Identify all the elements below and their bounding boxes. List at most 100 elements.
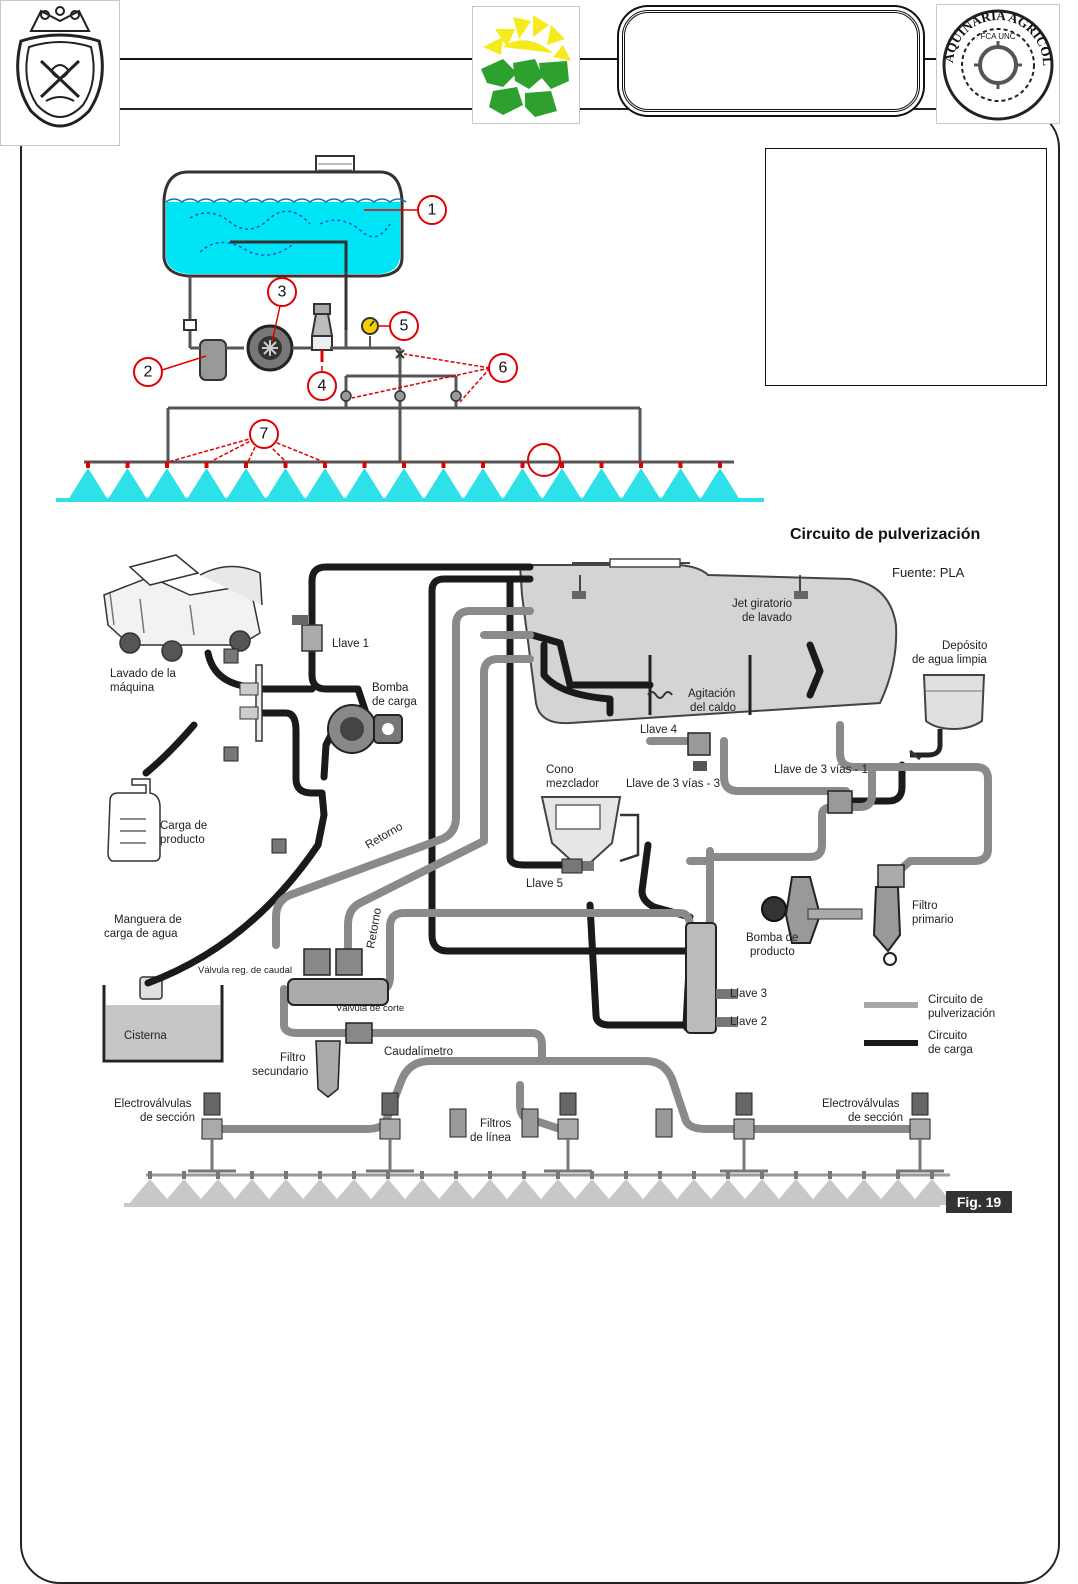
lower-spray-cones [124,1179,954,1207]
nozzle [624,1171,628,1179]
nozzle [930,1171,934,1179]
nozzle [250,1171,254,1179]
label-manguera-1: Manguera de [114,914,182,926]
component-shapes [188,615,944,1173]
label-bomba-producto-1: Bomba de [746,932,798,944]
label-valvula-reg: Válvula reg. de caudal [198,965,292,976]
nozzle [402,462,406,468]
nozzle [352,1171,356,1179]
filter [190,339,244,381]
spray-cone [604,1179,648,1205]
label-cono-2: mezclador [546,778,599,790]
nozzle [481,462,485,468]
label-cono-1: Cono [546,764,574,776]
label-filtros-linea-2: de línea [470,1132,512,1144]
nozzle [556,1171,560,1179]
label-lavado-1: Lavado de la [110,668,176,680]
nozzle [283,462,288,468]
section-valve [544,1092,592,1173]
nozzle [726,1171,730,1179]
spray-cone [842,1179,886,1205]
maquinaria-agricola-logo: MAQUINARIA AGRICOLA FCA UNC [936,4,1060,124]
header-rule [118,58,472,60]
spray-circuit-diagram: Circuito de pulverización Fuente: PLA [102,526,1012,1213]
header-rule [578,58,622,60]
pump [246,324,316,372]
label-llave1: Llave 1 [332,638,369,650]
label-filtro-secundario-2: secundario [252,1066,308,1078]
label-llave3: Llave 3 [730,988,767,1000]
spray-cone [910,1179,954,1205]
label-agitacion-2: del caldo [690,702,736,714]
spray-cone [128,1179,172,1205]
label-filtro-secundario-1: Filtro [280,1052,306,1064]
sun-icon [481,15,571,117]
callout-6: 6 [488,353,518,383]
svg-text:7: 7 [260,426,269,443]
nozzle [182,1171,186,1179]
label-deposito-2: de agua limpia [912,654,987,666]
svg-text:2: 2 [144,364,153,381]
nozzle [828,1171,832,1179]
nozzle [522,1171,526,1179]
spray-cone [434,1179,478,1205]
nozzle [204,462,209,468]
spray-cone [502,1179,546,1205]
maquinaria-logo-sub: FCA UNC [980,32,1015,41]
legend: Circuito de pulverización Circuito de ca… [864,994,995,1056]
pressure-gauge [361,317,379,348]
spray-cone [423,468,464,500]
label-valvula-corte: Válvula de corte [336,1003,404,1014]
spray-cone [740,1179,784,1205]
diagram-source: Fuente: PLA [892,565,965,580]
university-seal-logo [0,0,120,146]
spray-cone [876,1179,920,1205]
label-electro-left-2: de sección [140,1112,195,1124]
label-electro-right-1: Electroválvulas [822,1098,900,1110]
spray-cone [305,468,345,500]
figure-badge [946,1191,1012,1213]
spray-cone [706,1179,750,1205]
spray-cones [56,468,764,502]
spray-cone [463,468,503,500]
spray-cone [265,468,306,500]
nozzle [284,1171,288,1179]
label-caudalimetro: Caudalímetro [384,1046,453,1058]
label-deposito-1: Depósito [942,640,987,652]
spray-cone [638,1179,682,1205]
spray-cone [581,468,622,500]
callout-4: 4 [307,371,337,401]
spray-cone [332,1179,376,1205]
nozzle [760,1171,764,1179]
seal-icon [16,6,104,128]
highlight-circle [527,443,561,477]
lower-nozzles [148,1171,934,1179]
spray-cone [226,468,266,500]
legend-label-load-1: Circuito [928,1030,967,1042]
label-cisterna: Cisterna [124,1030,167,1042]
nozzle [148,1171,152,1179]
label-carga-producto-1: Carga de [160,820,207,832]
nozzle [386,1171,390,1179]
nozzle [692,1171,696,1179]
nozzle [362,462,367,468]
line-filter [655,1108,673,1138]
spray-cone [230,1179,274,1205]
sun-leaf-logo [472,6,580,124]
spray-cone [808,1179,852,1205]
label-carga-producto-2: producto [160,834,205,846]
label-lavado-2: máquina [110,682,155,694]
label-filtro-primario-1: Filtro [912,900,938,912]
line-filter [521,1108,539,1138]
load-circuit-pipes [142,563,906,1033]
spray-base [124,1203,940,1207]
mixing-cone [540,796,640,871]
spray-cone [468,1179,512,1205]
label-llave3v1: Llave de 3 vías - 1 [774,764,868,776]
section-valve [188,1092,236,1173]
nozzle [599,462,604,468]
label-bomba-producto-2: producto [750,946,795,958]
pressure-regulator [310,303,400,362]
spray-cone [298,1179,342,1205]
spray-cone [107,468,148,500]
